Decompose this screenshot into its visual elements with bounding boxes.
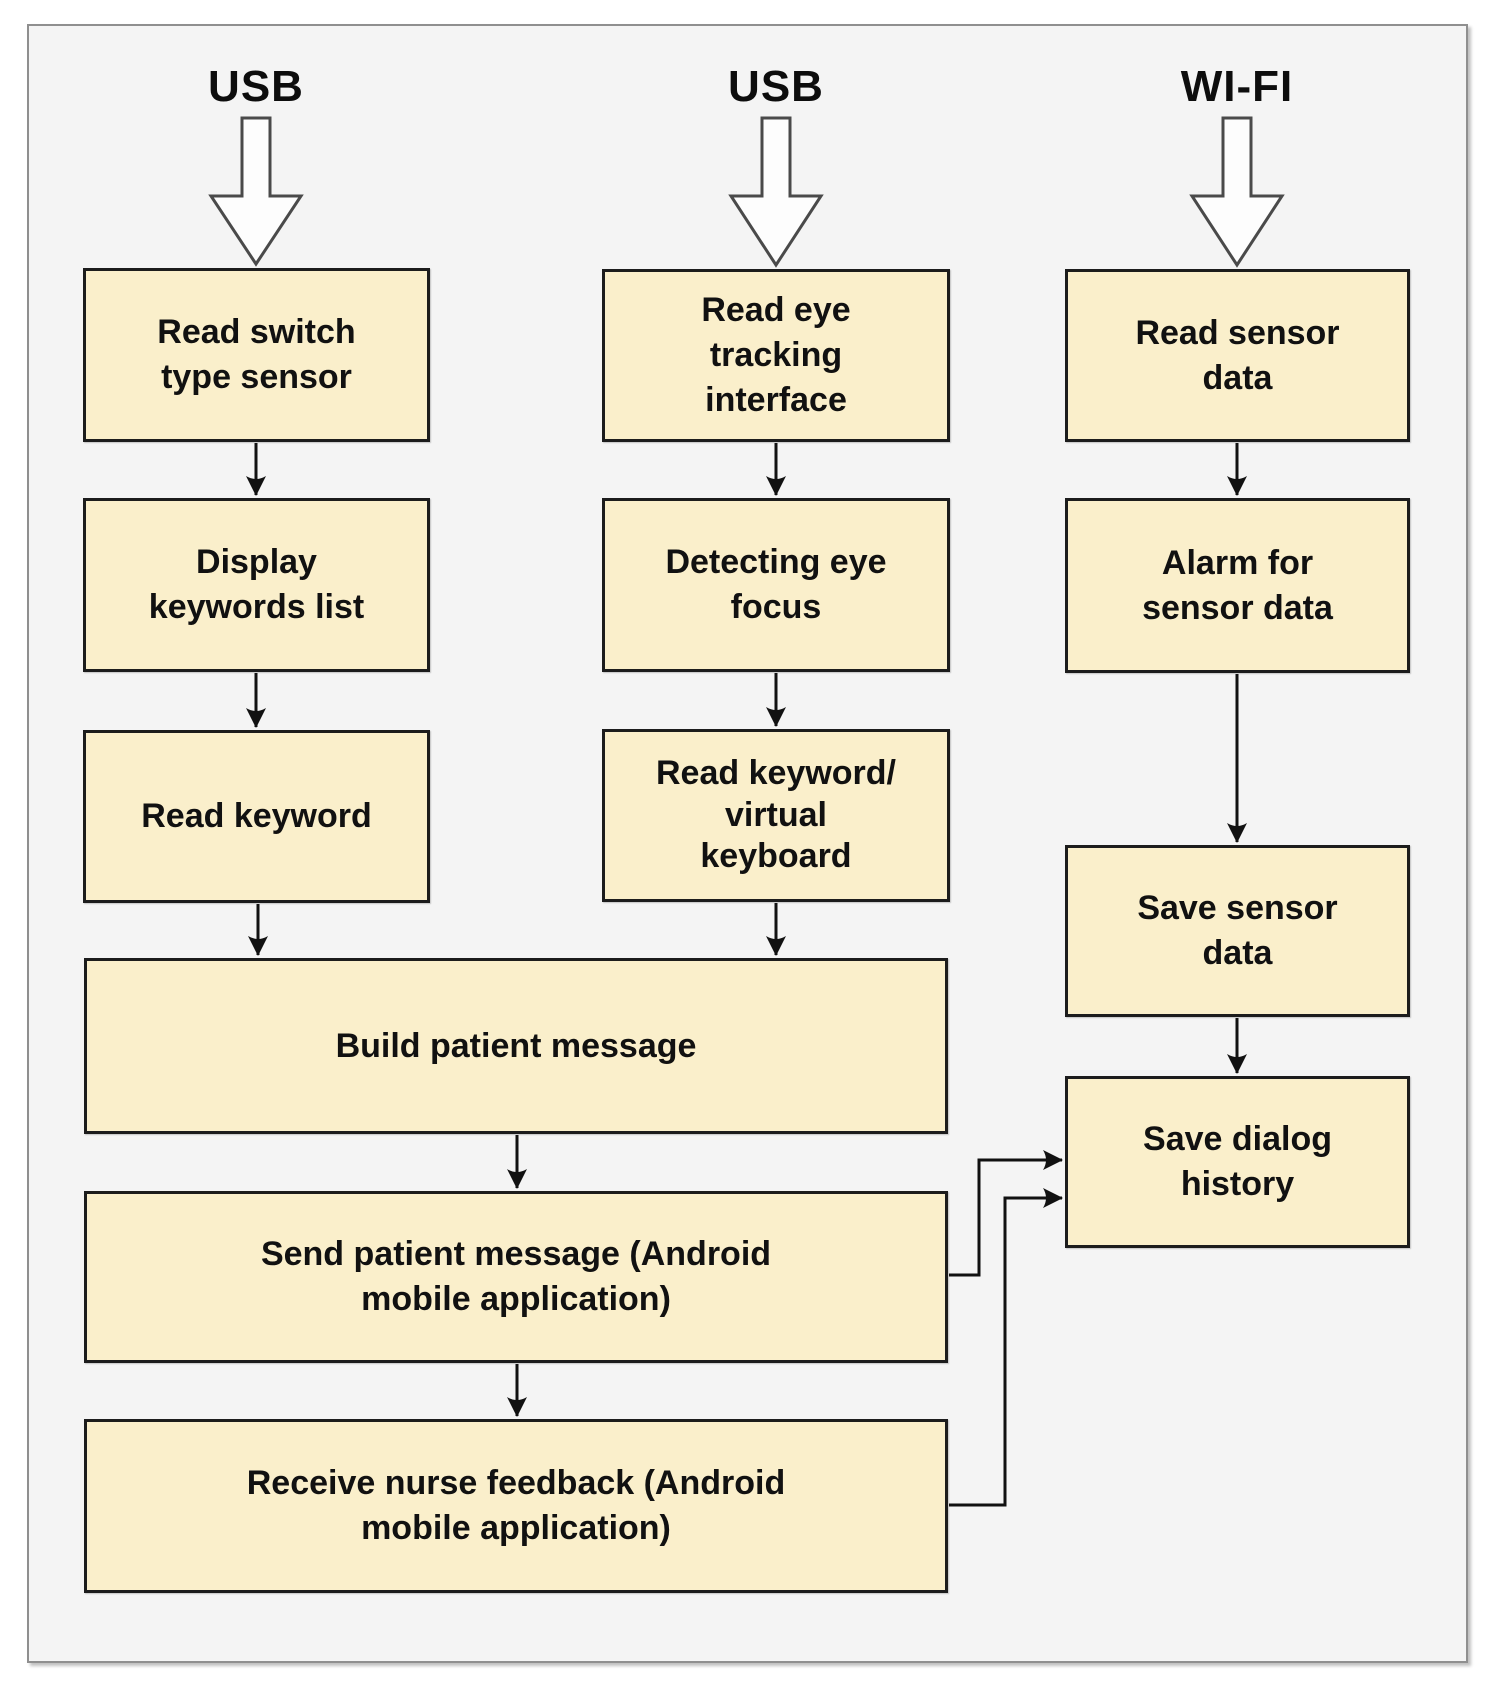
node-display-keywords-list: Display keywords list <box>83 498 430 672</box>
node-read-keyword: Read keyword <box>83 730 430 903</box>
node-detecting-eye-focus: Detecting eye focus <box>602 498 950 672</box>
node-alarm-for-sensor-data: Alarm for sensor data <box>1065 498 1410 673</box>
node-save-dialog-history: Save dialog history <box>1065 1076 1410 1248</box>
node-save-sensor-data: Save sensor data <box>1065 845 1410 1017</box>
interface-label-usb-1: USB <box>208 62 304 111</box>
node-read-eye-tracking-interface: Read eye tracking interface <box>602 269 950 442</box>
node-read-keyword-virtual-keyboard: Read keyword/ virtual keyboard <box>602 729 950 902</box>
node-build-patient-message: Build patient message <box>84 958 948 1134</box>
interface-label-usb-2: USB <box>728 62 824 111</box>
node-read-sensor-data: Read sensor data <box>1065 269 1410 442</box>
node-read-switch-type-sensor: Read switch type sensor <box>83 268 430 442</box>
node-receive-nurse-feedback: Receive nurse feedback (Android mobile a… <box>84 1419 948 1593</box>
node-send-patient-message: Send patient message (Android mobile app… <box>84 1191 948 1363</box>
interface-label-wifi: WI-FI <box>1180 62 1294 111</box>
